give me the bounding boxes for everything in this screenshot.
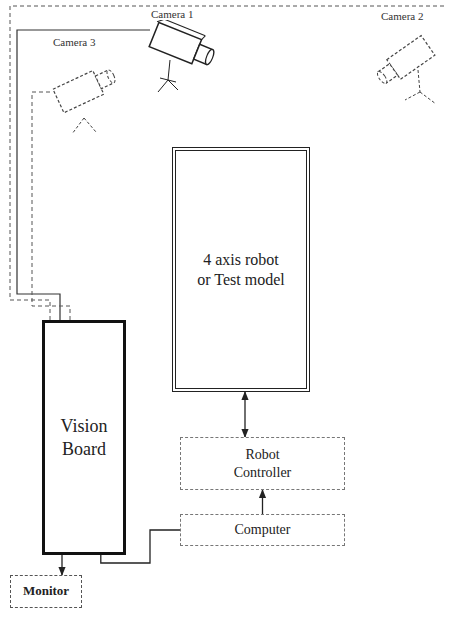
- tripod-symbol: [405, 70, 436, 104]
- camera-symbol: [373, 36, 435, 90]
- monitor-box: Monitor: [10, 575, 82, 608]
- controller-box: Robot Controller: [180, 437, 345, 490]
- camera-wire: [32, 92, 70, 320]
- connector-line: [61, 555, 62, 575]
- camera-symbol: [53, 63, 119, 112]
- robot-box: 4 axis robot or Test model: [172, 147, 310, 392]
- node-text: Robot Controller: [218, 446, 308, 481]
- node-text: 4 axis robot or Test model: [195, 250, 287, 290]
- tripod-symbol: [72, 118, 96, 134]
- camera-label: Camera 2: [380, 10, 424, 22]
- camera-symbol: [147, 17, 219, 70]
- node-text: Vision Board: [55, 415, 113, 460]
- camera-label: Camera 1: [150, 8, 194, 20]
- node-text: Monitor: [23, 583, 69, 599]
- camera-wire: [17, 30, 150, 320]
- tripod-symbol: [158, 60, 178, 92]
- camera-label: Camera 3: [52, 36, 96, 48]
- computer-box: Computer: [180, 514, 345, 546]
- connector-line: [262, 490, 263, 514]
- connector-line: [244, 392, 245, 437]
- node-text: Computer: [235, 521, 291, 539]
- vision-board-box: Vision Board: [42, 320, 126, 555]
